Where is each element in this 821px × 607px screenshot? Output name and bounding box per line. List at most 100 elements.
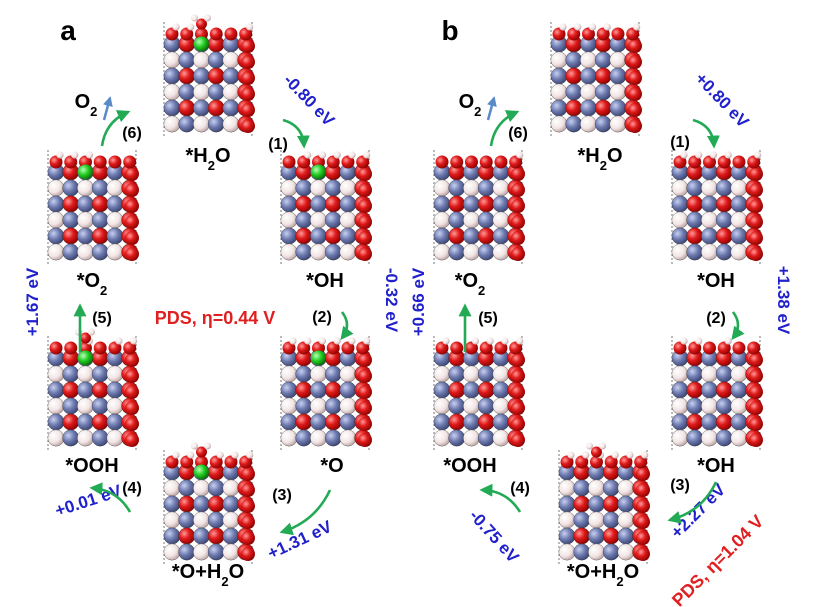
step-energy: +0.01 eV: [53, 481, 125, 520]
adsorbate-oxygen: [195, 18, 207, 30]
slab-atom: [310, 413, 327, 431]
surface-hydrogen: [130, 337, 138, 345]
adsorbate-hydrogen: [87, 328, 95, 336]
slab-atom: [193, 83, 210, 101]
step-energy: -0.75 eV: [466, 506, 524, 567]
surface-oxygen: [326, 155, 340, 169]
edge-atom: [125, 401, 139, 415]
surface-oxygen: [64, 155, 78, 169]
slab-atom: [77, 227, 94, 245]
slab-atom: [594, 67, 612, 85]
edge-atom: [749, 353, 763, 367]
slab-atom: [573, 511, 591, 529]
surface-oxygen: [619, 455, 633, 469]
slab-5: [47, 328, 139, 450]
surface-oxygen: [297, 341, 311, 355]
slab-atom: [686, 365, 704, 383]
slab-atom: [106, 429, 124, 447]
surface-oxygen: [224, 455, 238, 469]
edge-atom: [358, 247, 372, 261]
slab-atom: [433, 211, 451, 229]
edge-atom: [636, 547, 650, 561]
edge-atom: [125, 417, 139, 431]
surface-oxygen: [673, 341, 687, 355]
slab-atom: [62, 211, 80, 229]
slab-atom: [558, 527, 576, 545]
slab-atom: [463, 243, 480, 261]
slab-atom: [565, 115, 583, 133]
adsorbate-hydrogen: [203, 442, 211, 450]
edge-atom: [749, 385, 763, 399]
slab-atom: [163, 115, 181, 133]
slab-atom: [588, 479, 605, 497]
slab-atom: [310, 365, 327, 383]
surface-oxygen: [49, 341, 63, 355]
surface-oxygen: [626, 27, 640, 41]
slab-atom: [62, 195, 80, 213]
slab-atom: [163, 511, 181, 529]
slab-atom: [163, 51, 181, 69]
slab-atom: [91, 179, 109, 197]
slab-atom: [47, 381, 65, 399]
edge-atom: [241, 87, 255, 101]
slab-atom: [715, 179, 733, 197]
surface-hydrogen: [588, 23, 597, 31]
slab-atom: [295, 381, 313, 399]
edge-atom: [511, 369, 525, 383]
surface-hydrogen: [348, 337, 356, 345]
slab-atom: [448, 413, 466, 431]
slab-atom: [339, 429, 357, 447]
slab-atom: [222, 495, 240, 513]
slab-atom: [324, 243, 342, 261]
edge-atom: [749, 231, 763, 245]
surface-hydrogen: [754, 151, 762, 159]
slab-atom: [588, 511, 605, 529]
slab-atom: [730, 381, 748, 399]
slab-atom: [477, 429, 495, 447]
surface-oxygen: [688, 155, 702, 169]
slab-atom: [178, 479, 196, 497]
surface-hydrogen: [216, 451, 224, 459]
slab-atom: [106, 227, 124, 245]
slab-atom: [492, 429, 510, 447]
surface-oxygen: [673, 155, 687, 169]
step-energy: -0.32 eV: [382, 268, 401, 333]
slab-atom: [448, 381, 466, 399]
surface-oxygen: [717, 341, 731, 355]
slab-atom: [77, 429, 94, 447]
slab-atom: [310, 381, 327, 399]
slab-atom: [193, 495, 210, 513]
surface-oxygen: [552, 27, 566, 41]
step-arrow: [282, 118, 310, 149]
edge-atom: [125, 231, 139, 245]
adsorbate-hydrogen: [203, 14, 211, 22]
slab-atom: [310, 179, 327, 197]
surface-hydrogen: [695, 337, 703, 345]
surface-oxygen: [747, 341, 761, 355]
slab-atom: [324, 413, 342, 431]
panel-letter: b: [441, 15, 458, 46]
slab-atom: [280, 227, 298, 245]
step-energy: +1.67 eV: [23, 267, 42, 336]
slab-atom: [47, 179, 65, 197]
slab-atom: [280, 179, 298, 197]
slab-atom: [701, 397, 718, 415]
slab-atom: [207, 51, 225, 69]
slab-atom: [492, 413, 510, 431]
surface-oxygen: [717, 155, 731, 169]
slab-2: [280, 150, 372, 264]
slab-atom: [163, 495, 181, 513]
adsorbate-oxygen: [79, 332, 91, 344]
product-label: O2: [459, 91, 482, 119]
slab-atom: [617, 495, 635, 513]
edge-atom: [511, 385, 525, 399]
slab-atom: [207, 543, 225, 561]
slab-atom: [77, 195, 94, 213]
edge-atom: [511, 215, 525, 229]
slab-atom: [324, 211, 342, 229]
surface-oxygen: [464, 155, 478, 169]
slab-atom: [207, 511, 225, 529]
surface-hydrogen: [246, 451, 254, 459]
slab-atom: [701, 381, 718, 399]
slab-atom: [565, 83, 583, 101]
